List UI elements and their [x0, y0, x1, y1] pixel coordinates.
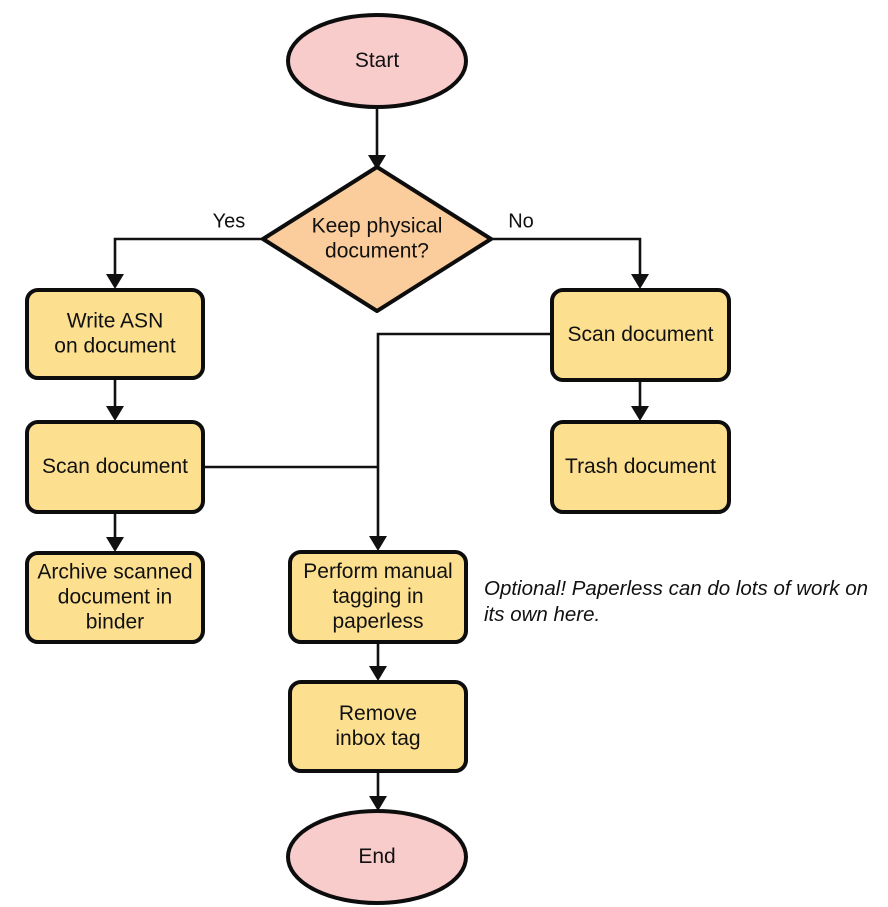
edge-decision-no: No	[491, 210, 649, 289]
edge-scan-right-to-tagging	[369, 332, 552, 551]
arrowhead-icon	[368, 155, 386, 170]
edges-layer: Yes No	[106, 107, 649, 811]
edge-scan-left-to-archive	[106, 512, 124, 552]
arrowhead-icon	[631, 274, 649, 289]
node-trash[interactable]: Trash document	[550, 420, 731, 514]
edge-path	[491, 237, 642, 281]
arrowhead-icon	[369, 666, 387, 681]
process-shape	[25, 420, 205, 514]
decision-shape	[261, 165, 493, 313]
edge-label-decision-yes: Yes	[213, 210, 246, 232]
node-scan-right[interactable]: Scan document	[550, 288, 731, 382]
node-label: Scan document	[42, 455, 188, 478]
terminator-shape	[286, 809, 468, 905]
process-shape	[550, 288, 731, 382]
annotation-optional-note: Optional! Paperless can do lots of work …	[484, 577, 868, 626]
annotations-layer: Optional! Paperless can do lots of work …	[484, 577, 868, 626]
arrowhead-icon	[369, 536, 387, 551]
edge-decision-yes: Yes	[106, 210, 263, 289]
edge-path	[376, 332, 552, 543]
arrowhead-icon	[106, 406, 124, 421]
edge-tagging-to-remove	[369, 642, 387, 681]
node-scan-left[interactable]: Scan document	[25, 420, 205, 514]
process-shape	[25, 551, 205, 644]
edge-remove-to-end	[369, 771, 387, 811]
node-start[interactable]: Start	[286, 13, 468, 109]
edge-path	[113, 237, 263, 281]
edge-write-asn-to-scan-left	[106, 378, 124, 421]
process-shape	[25, 288, 205, 380]
arrowhead-icon	[369, 796, 387, 811]
process-shape	[550, 420, 731, 514]
node-label: Trash document	[565, 455, 716, 478]
process-shape	[288, 550, 468, 644]
arrowhead-icon	[106, 537, 124, 552]
arrowhead-icon	[631, 406, 649, 421]
node-end[interactable]: End	[286, 809, 468, 905]
edge-label-decision-no: No	[508, 210, 534, 232]
node-label: End	[358, 845, 395, 868]
edge-start-to-decision	[368, 107, 386, 170]
terminator-shape	[286, 13, 468, 109]
edge-scan-right-to-trash	[631, 380, 649, 421]
node-label: Start	[355, 49, 400, 72]
process-shape	[288, 680, 468, 773]
node-label: Scan document	[568, 323, 714, 346]
arrowhead-icon	[106, 274, 124, 289]
